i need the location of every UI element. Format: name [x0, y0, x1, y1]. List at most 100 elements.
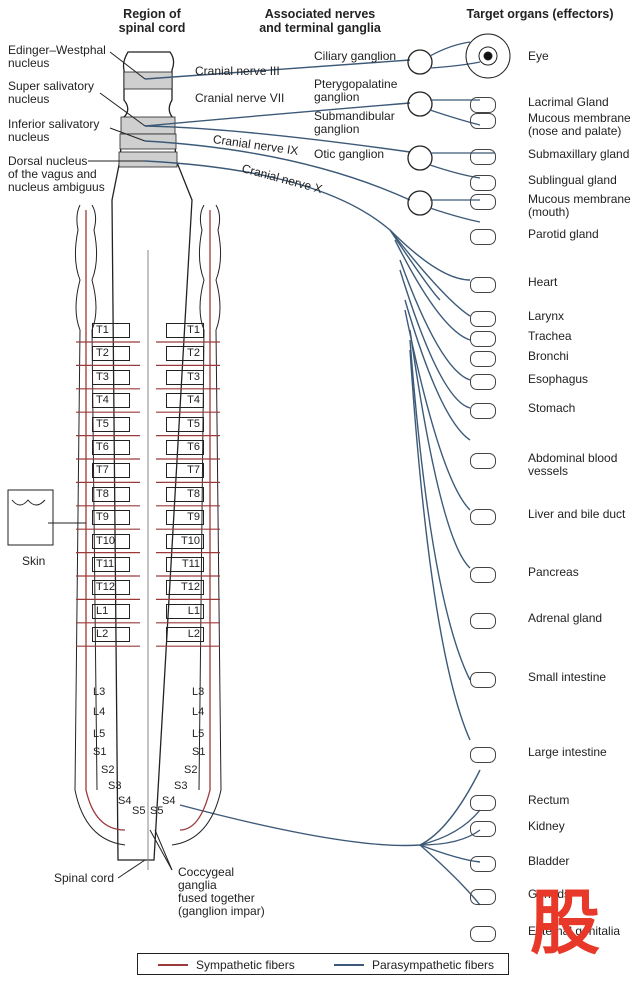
nucleus-label-superior-salivatory: Super salivatory nucleus: [8, 79, 95, 106]
organ-icon: [470, 229, 496, 245]
skin-icon: [7, 489, 86, 546]
segment-l-l5: L5: [93, 728, 106, 740]
segment-r-s4: S4: [162, 795, 176, 807]
segment-r-l5: L5: [192, 728, 205, 740]
segment-r-s3: S3: [174, 780, 188, 792]
legend-parasympathetic-swatch: [334, 964, 364, 966]
organ-label: External genitalia: [528, 924, 621, 938]
organ-label: Heart: [528, 275, 558, 289]
organ-icon: [470, 277, 496, 293]
submandibular-ganglion-circle: [407, 145, 433, 171]
organ-label: Kidney: [528, 819, 565, 833]
organ-label: Eye: [528, 49, 549, 63]
header-region: Region of spinal cord: [118, 7, 186, 35]
organ-label: Parotid gland: [528, 227, 599, 241]
organ-icon: [470, 194, 496, 210]
organ-label: Sublingual gland: [528, 173, 617, 187]
organ-icon: [470, 175, 496, 191]
organ-label: Trachea: [528, 329, 572, 343]
organ-label: Larynx: [528, 309, 565, 323]
segment-l-l2: L2: [92, 627, 130, 643]
organ-label: Abdominal blood vessels: [528, 451, 618, 478]
segment-l-t8: T8: [92, 486, 130, 502]
sympathetic-chains: [85, 210, 211, 831]
organ-icon: [470, 113, 496, 129]
organ-label: Liver and bile duct: [528, 507, 626, 521]
segment-r-s2: S2: [184, 764, 198, 776]
cranial-nerve-vii-path-a: [144, 102, 411, 127]
segment-l-t2: T2: [92, 346, 130, 362]
segment-l-s3: S3: [108, 780, 122, 792]
segment-l-t11: T11: [92, 557, 130, 572]
segment-l-l4: L4: [93, 706, 106, 718]
organ-icon: [470, 97, 496, 113]
segment-r-t12: T12: [166, 580, 204, 596]
segment-r-t1: T1: [166, 323, 204, 338]
segment-l-t6: T6: [92, 440, 130, 455]
segment-r-t2: T2: [166, 346, 204, 362]
organ-label: Adrenal gland: [528, 611, 603, 625]
organ-icon: [470, 351, 496, 367]
spinal-cord-label: Spinal cord: [54, 871, 115, 885]
nucleus-band-vagus: [118, 151, 178, 168]
organ-label: Small intestine: [528, 670, 607, 684]
organ-icon: [470, 672, 496, 688]
organ-icon: [470, 149, 496, 165]
organ-label: Large intestine: [528, 745, 607, 759]
cranial-nerve-x-path: [144, 160, 441, 301]
segment-l-t1: T1: [92, 323, 130, 338]
organ-icon: [470, 926, 496, 942]
organ-label: Esophagus: [528, 372, 589, 386]
coccygeal-ganglia-label: Coccygeal ganglia fused together (gangli…: [178, 865, 265, 918]
segment-r-t4: T4: [166, 393, 204, 409]
organ-label: Mucous membrane (mouth): [528, 192, 631, 219]
nucleus-pointers: [88, 51, 146, 162]
organ-icon: [470, 311, 496, 327]
pterygopalatine-ganglion-circle: [407, 91, 433, 117]
brainstem: [111, 51, 193, 861]
right-sympathetic-chain: [179, 210, 211, 831]
organ-label: Bronchi: [528, 349, 569, 363]
cranial-nerve-vii-label: Cranial nerve VII: [195, 91, 285, 105]
segment-l-t9: T9: [92, 510, 130, 526]
segment-r-t3: T3: [166, 369, 204, 385]
organ-icon: [470, 856, 496, 872]
segment-r-t10: T10: [166, 533, 204, 549]
organ-icon: [470, 331, 496, 347]
chain-outlines: [74, 204, 222, 870]
segment-r-t8: T8: [166, 486, 204, 502]
organ-label: Bladder: [528, 854, 570, 868]
ganglion-circles: [407, 49, 433, 216]
segment-l-s4: S4: [118, 795, 132, 807]
organ-icon: [470, 453, 496, 469]
organ-icon: [470, 795, 496, 811]
segment-l-t12: T12: [92, 580, 130, 596]
segment-r-t6: T6: [166, 440, 204, 455]
segment-r-s1: S1: [192, 746, 206, 758]
nucleus-band-edinger: [123, 71, 173, 90]
header-nerves: Associated nerves and terminal ganglia: [259, 7, 381, 35]
organ-icon: [470, 889, 496, 905]
segment-r-l1: L1: [166, 603, 204, 619]
skin-label: Skin: [22, 554, 46, 568]
nucleus-bands: [118, 71, 178, 168]
cranial-nerve-paths: [144, 59, 481, 906]
organ-icon: [470, 374, 496, 390]
segment-l-l3: L3: [93, 686, 106, 698]
ganglion-label-submandibular: Submandibular ganglion: [314, 109, 395, 136]
organ-icon: [470, 613, 496, 629]
segment-r-l2: L2: [166, 627, 204, 643]
segment-l-t5: T5: [92, 416, 130, 432]
nucleus-label-vagus: Dorsal nucleus of the vagus and nucleus …: [8, 154, 105, 194]
nucleus-label-inferior-salivatory: Inferior salivatory nucleus: [8, 117, 100, 144]
segment-r-l4: L4: [192, 706, 205, 718]
organ-label: Submaxillary gland: [528, 147, 630, 161]
ganglion-label-ciliary: Ciliary ganglion: [314, 49, 397, 63]
segment-r-t7: T7: [166, 463, 204, 479]
legend-sympathetic-swatch: [158, 964, 188, 966]
segment-l-t4: T4: [92, 393, 130, 409]
segment-r-s5: S5: [150, 805, 164, 817]
segment-r-t9: T9: [166, 510, 204, 526]
organ-icon: [470, 403, 496, 419]
